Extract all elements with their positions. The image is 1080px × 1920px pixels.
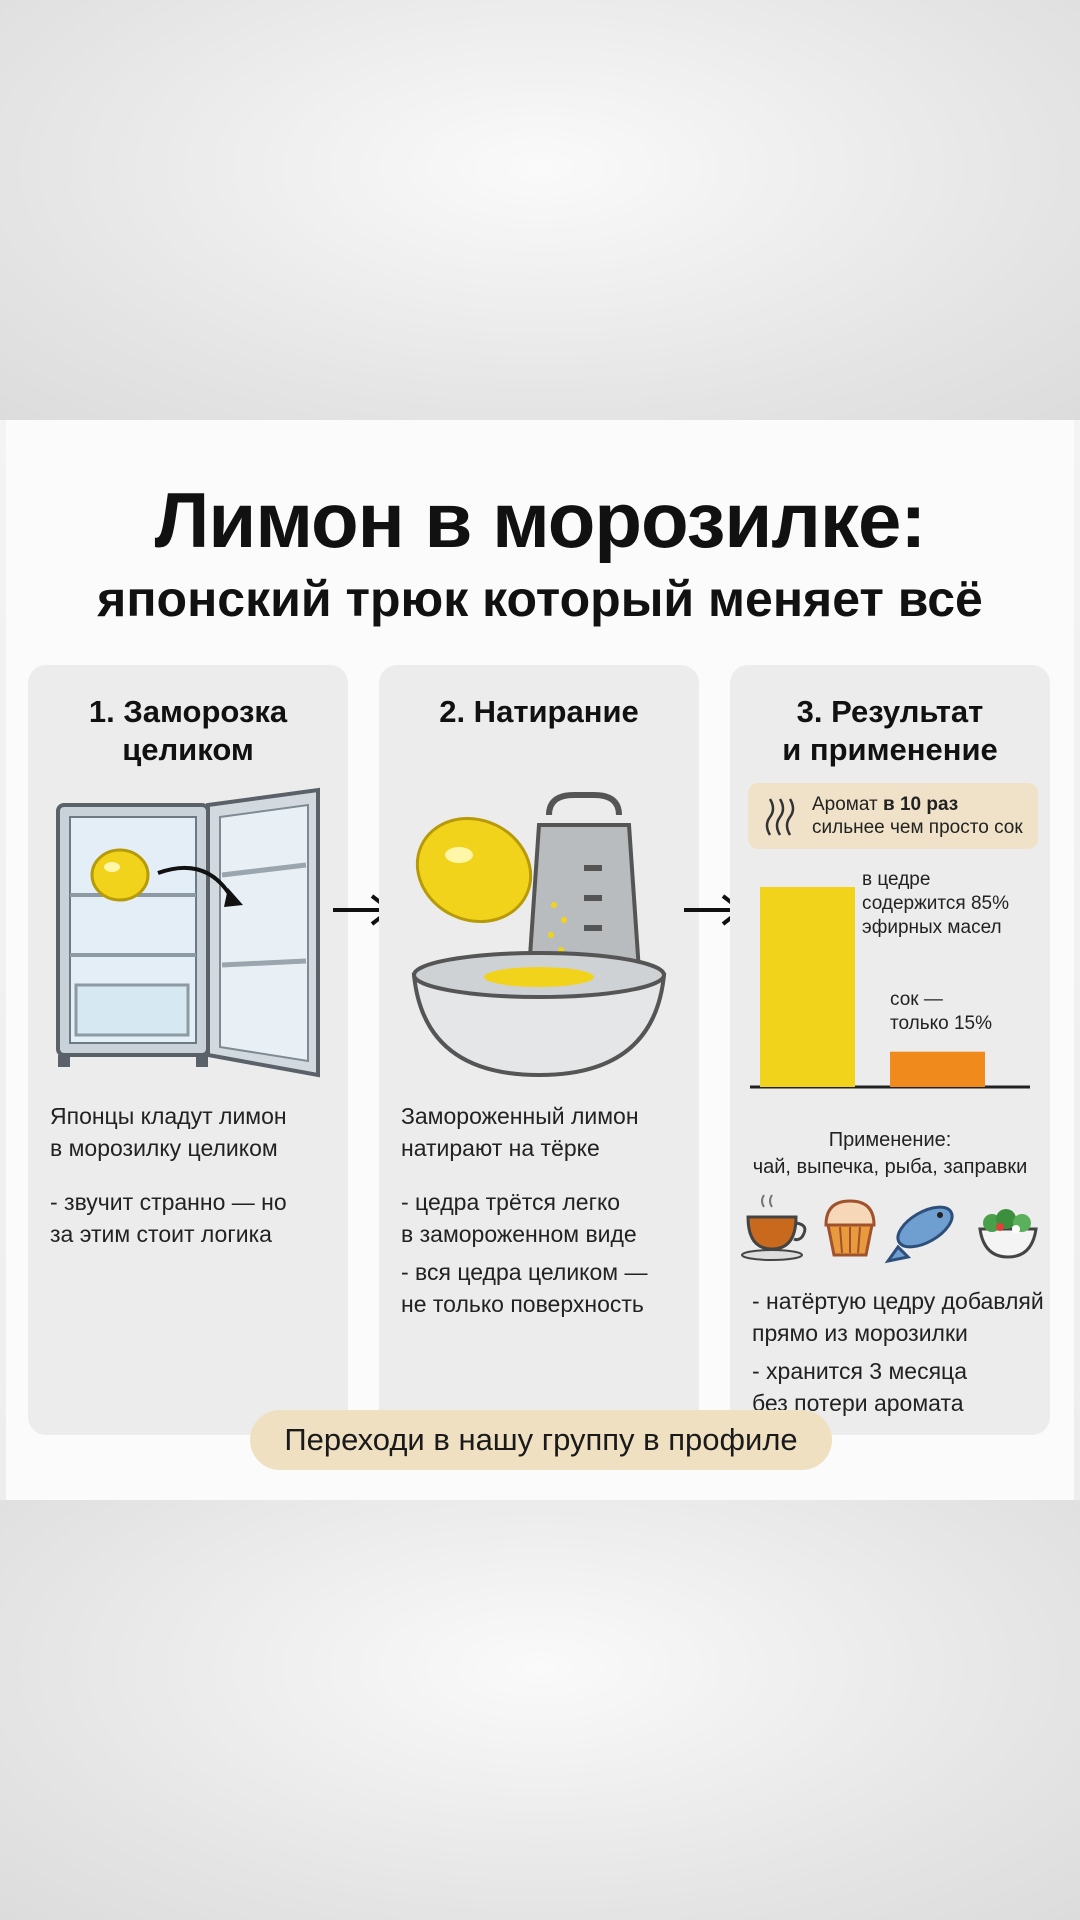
step-3-title: 3. Результат и применение — [782, 694, 998, 767]
fridge-illustration — [56, 787, 320, 1078]
usage-heading: Применение: чай, выпечка, рыба, заправки — [752, 1129, 1028, 1178]
chart-bar-1 — [760, 887, 855, 1087]
chart-bar-2 — [890, 1051, 985, 1087]
usage-icons — [741, 1194, 1038, 1264]
background-blur-bottom — [0, 1500, 1080, 1920]
step-1-title: 1. Заморозка целиком — [88, 694, 288, 767]
step-2-title: 2. Натирание — [439, 694, 639, 729]
step-2-text: Замороженный лимон натирают на тёрке - ц… — [401, 1103, 648, 1317]
group-link-button[interactable]: Переходи в нашу группу в профиле — [250, 1410, 832, 1470]
salad-icon — [978, 1209, 1038, 1259]
aroma-waves-icon — [765, 798, 795, 836]
infographic-card: Лимон в морозилке: японский трюк который… — [6, 420, 1074, 1500]
chart-label-2: сок —только 15% — [890, 989, 992, 1034]
fish-icon — [884, 1205, 954, 1264]
step-3-text: - натёртую цедру добавляй прямо из мороз… — [752, 1288, 1044, 1416]
aroma-badge: Аромат в 10 раз сильнее чем просто сок — [748, 783, 1038, 849]
step-1-panel: 1. Заморозка целиком Японцы кладут лимон… — [28, 665, 348, 1435]
tea-cup-icon — [741, 1194, 807, 1261]
step-3-panel: 3. Результат и применение Аромат в 10 ра… — [730, 665, 1050, 1435]
grater-bowl-illustration — [411, 792, 667, 1078]
step-1-text: Японцы кладут лимон в морозилку целиком … — [50, 1103, 287, 1247]
page-subtitle: японский трюк который меняет всё — [97, 571, 983, 627]
step-2-panel: 2. Натирание Замороженный лимон натир — [379, 665, 699, 1435]
background-blur-top — [0, 0, 1080, 420]
muffin-icon — [824, 1199, 876, 1257]
page-title: Лимон в морозилке: — [154, 476, 927, 564]
